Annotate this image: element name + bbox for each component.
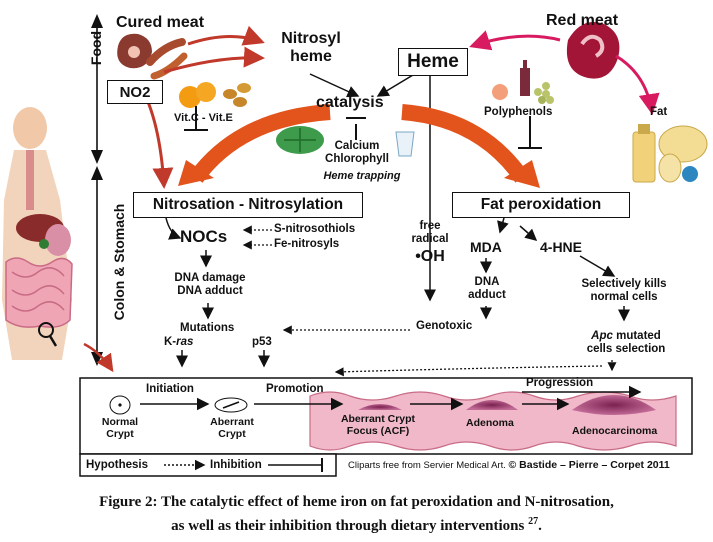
fat-illustration	[632, 124, 708, 183]
mutations-label: Mutations	[180, 322, 235, 334]
colon-stomach-label: Colon & Stomach	[111, 203, 127, 321]
polyphenols-illustration	[492, 60, 554, 104]
inhibition-markers	[184, 106, 542, 149]
vitamins-label: Vit.C - Vit.E	[174, 112, 233, 124]
nitrosation-box: Nitrosation - Nitrosylation	[133, 192, 363, 218]
k-ras-label: K-ras	[164, 336, 194, 348]
adenocarcinoma-lesion	[572, 395, 656, 415]
redmeat-to-heme-arrow	[469, 30, 561, 51]
nitrosyl-to-catalysis-line	[309, 73, 360, 98]
heme-trapping-label: Heme trapping	[323, 170, 401, 182]
legend-inhibition-label: Inhibition	[210, 459, 262, 471]
no2-to-nitrosyl-arrow	[163, 46, 265, 74]
promotion-label: Promotion	[266, 383, 324, 395]
legend-box	[79, 453, 337, 477]
cured-to-nitrosyl-arrow	[187, 25, 265, 46]
caption-line-2: as well as their inhibition through diet…	[171, 516, 542, 534]
p53-label: p53	[252, 336, 272, 348]
food-axis-arrow	[91, 14, 103, 164]
heme-to-catalysis-line	[376, 71, 419, 97]
legend-hypothesis-label: Hypothesis	[86, 459, 148, 471]
credit-line: Cliparts free from Servier Medical Art. …	[348, 459, 670, 471]
food-label: Food	[88, 30, 104, 66]
mda-to-hne-arrow	[519, 225, 538, 241]
apc-to-colon-arrow	[334, 365, 603, 377]
fat-peroxidation-box: Fat peroxidation	[452, 192, 630, 218]
progression-label: Progression	[526, 377, 594, 389]
figure-caption: Figure 2: The catalytic effect of heme i…	[0, 492, 713, 536]
hne-label: 4-HNE	[540, 239, 583, 255]
catalysis-label: catalysis	[316, 94, 384, 111]
mda-label: MDA	[470, 239, 502, 255]
caption-line-1: Figure 2: The catalytic effect of heme i…	[99, 494, 614, 510]
adenoma-label: Adenoma	[466, 417, 514, 429]
colon-axis-arrow	[91, 166, 103, 366]
calcium-chlorophyll-illustration	[276, 126, 415, 157]
polyphenols-label: Polyphenols	[484, 106, 553, 118]
acf-lesion	[358, 404, 402, 410]
redmeat-to-fat-arrow	[615, 54, 660, 115]
adenocarcinoma-label: Adenocarcinoma	[572, 425, 658, 437]
nitrosation-to-nocs-arrow	[165, 217, 182, 240]
cured-meat-label: Cured meat	[116, 14, 205, 31]
catalysis-to-nitrosation-arrow	[189, 104, 331, 183]
hne-to-kills-arrow	[579, 255, 616, 277]
hydroxyl-label: •OH	[415, 248, 445, 265]
no2-box: NO2	[107, 80, 163, 104]
s-nitrosothiols-label: S-nitrosothiols	[274, 223, 356, 235]
nocs-label: NOCs	[180, 227, 228, 246]
fat-label: Fat	[650, 106, 668, 118]
genotoxic-label: Genotoxic	[416, 320, 473, 332]
initiation-label: Initiation	[146, 383, 194, 395]
red-meat-illustration	[566, 22, 620, 79]
digestive-system-illustration	[2, 107, 114, 373]
catalysis-to-fat-peroxidation-arrow	[401, 104, 529, 183]
red-meat-label: Red meat	[546, 12, 619, 29]
cured-meat-illustration	[117, 33, 188, 80]
fat-to-mda-arrow	[497, 217, 509, 234]
heme-box: Heme	[398, 48, 468, 76]
adenoma-lesion	[466, 400, 518, 410]
vitamin-fruits-illustration	[179, 82, 251, 108]
fe-nitrosyls-label: Fe-nitrosyls	[274, 238, 340, 250]
